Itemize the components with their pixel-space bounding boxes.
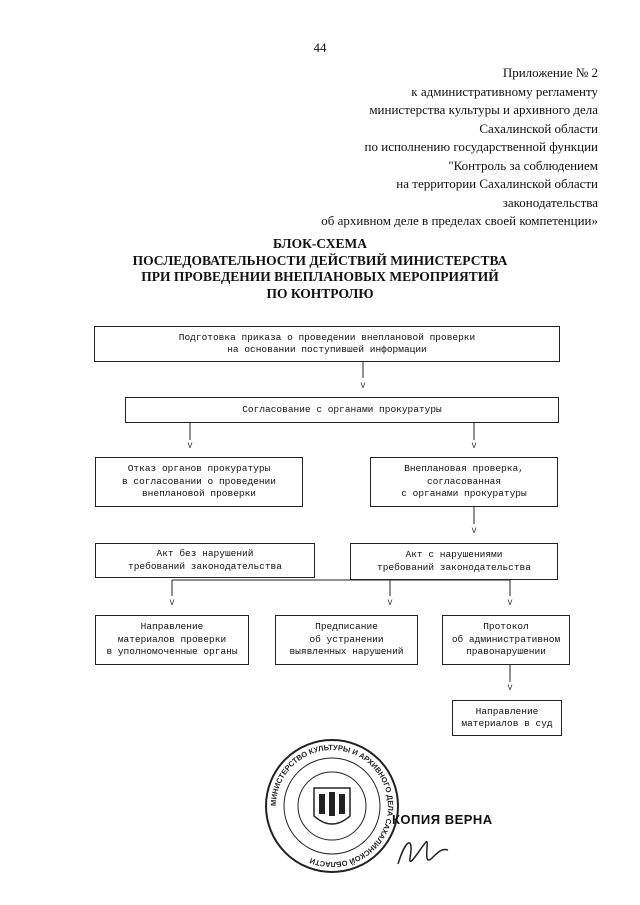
arrow-head: V [508, 684, 513, 693]
step-send-to-court: Направление материалов в суд [452, 700, 562, 736]
title-line: ПО КОНТРОЛЮ [266, 285, 374, 301]
step-offense-protocol: Протокол об административном правонаруше… [442, 615, 570, 665]
arrow-head: V [472, 442, 477, 451]
step-act-no-violations: Акт без нарушений требований законодател… [95, 543, 315, 578]
page-number: 44 [313, 40, 327, 55]
appendix-line: к административному регламенту [411, 83, 598, 99]
coat-of-arms-icon [313, 787, 351, 825]
title-line: ПРИ ПРОВЕДЕНИИ ВНЕПЛАНОВЫХ МЕРОПРИЯТИЙ [141, 269, 499, 284]
step-unplanned-inspection: Внеплановая проверка, согласованная с ор… [370, 457, 558, 507]
arrow-head: V [361, 382, 366, 391]
appendix-header: Приложение № 2 к административному регла… [321, 64, 598, 231]
appendix-line: об архивном деле в пределах своей компет… [321, 213, 598, 228]
document-title: БЛОК-СХЕМА ПОСЛЕДОВАТЕЛЬНОСТИ ДЕЙСТВИЙ М… [0, 236, 640, 302]
arrow-head: V [170, 599, 175, 608]
step-prosecutor-agreement: Согласование с органами прокуратуры [125, 397, 559, 423]
appendix-line: Сахалинской области [479, 120, 598, 136]
appendix-line: на территории Сахалинской области [396, 176, 598, 191]
step-send-to-authorities: Направление материалов проверки в уполно… [95, 615, 249, 665]
step-prosecutor-refusal: Отказ органов прокуратуры в согласовании… [95, 457, 303, 507]
signature [397, 841, 449, 865]
appendix-line: "Контроль за соблюдением [448, 157, 598, 173]
appendix-line: министерства культуры и архивного дела [369, 102, 598, 117]
official-seal: МИНИСТЕРСТВО КУЛЬТУРЫ И АРХИВНОГО ДЕЛА С… [265, 739, 399, 873]
arrow-head: V [472, 527, 477, 536]
step-act-violations: Акт с нарушениями требований законодател… [350, 543, 558, 580]
appendix-line: по исполнению государственной функции [364, 139, 598, 154]
title-line: БЛОК-СХЕМА [272, 236, 368, 251]
arrow-head: V [388, 599, 393, 608]
arrow-head: V [188, 442, 193, 451]
appendix-line: Приложение № 2 [502, 65, 598, 80]
step-order-preparation: Подготовка приказа о проведении внеплано… [94, 326, 560, 362]
copy-certified-stamp: КОПИЯ ВЕРНА [392, 812, 493, 827]
arrow-head: V [508, 599, 513, 608]
title-line: ПОСЛЕДОВАТЕЛЬНОСТИ ДЕЙСТВИЙ МИНИСТЕРСТВА [132, 252, 508, 268]
appendix-line: законодательства [502, 194, 598, 210]
step-correction-order: Предписание об устранении выявленных нар… [275, 615, 418, 665]
